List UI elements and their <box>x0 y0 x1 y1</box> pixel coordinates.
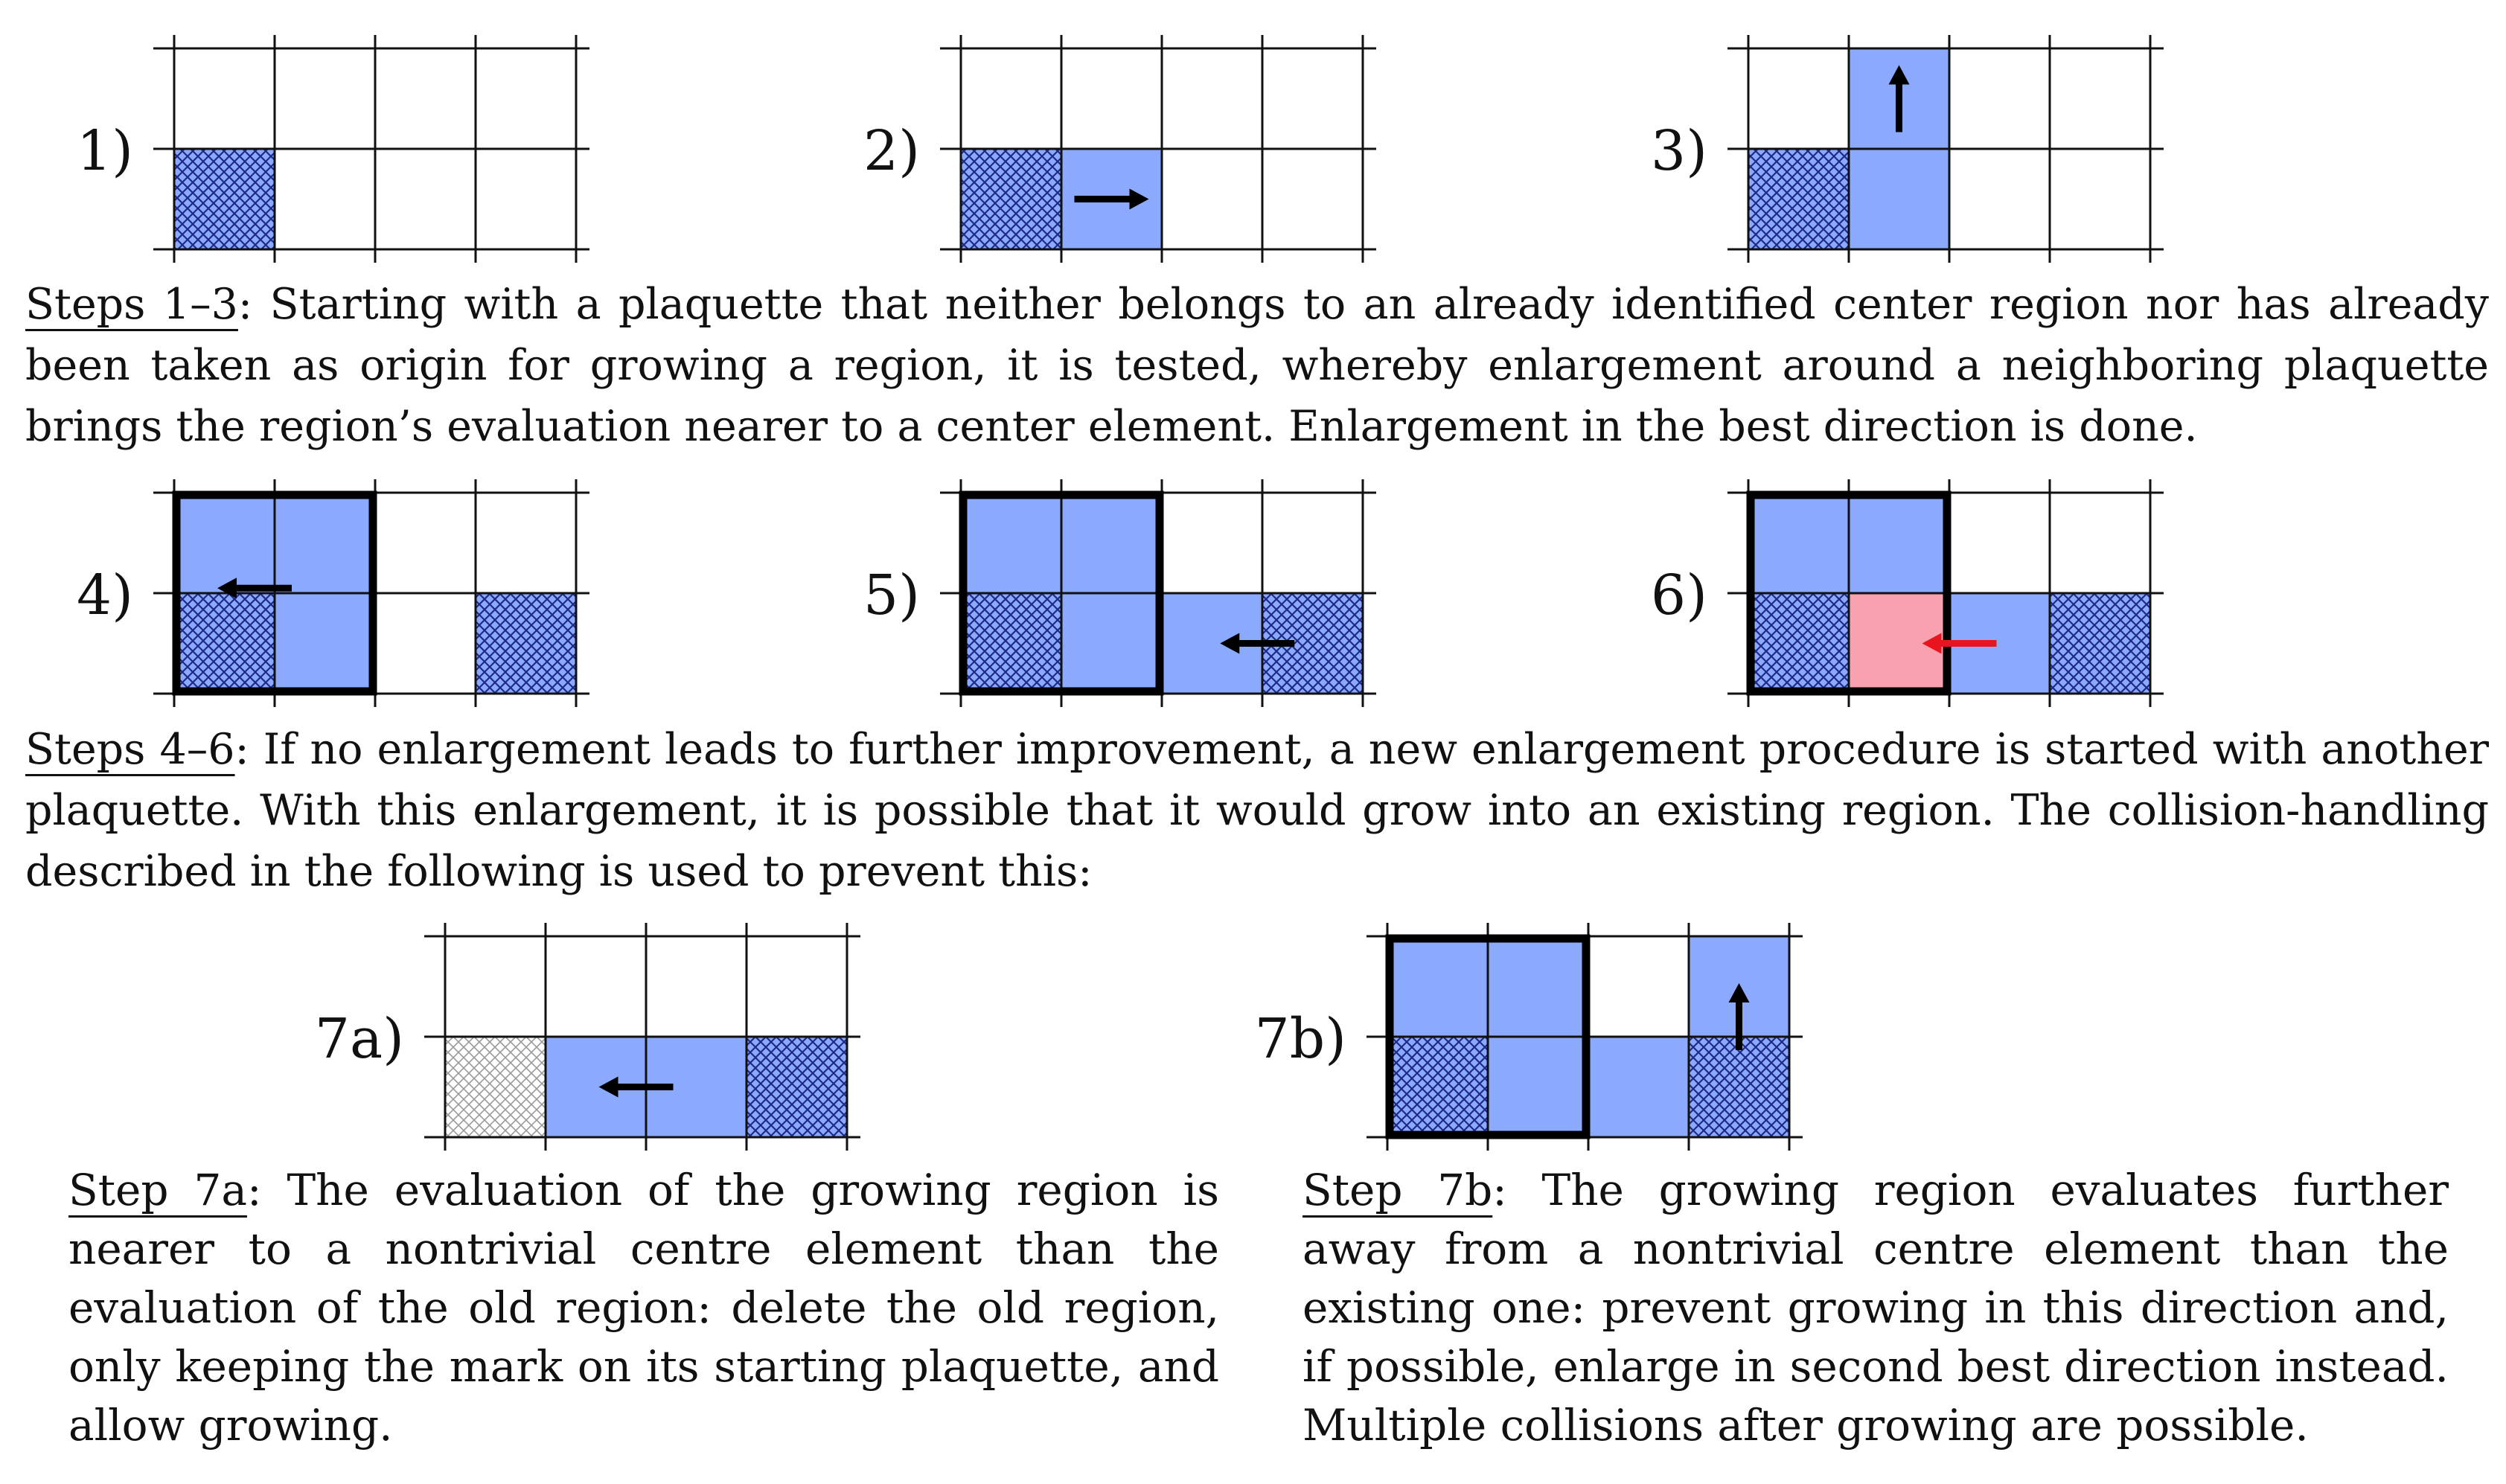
caption-step-7b: Step 7b: The growing region evaluates fu… <box>1302 1161 2449 1455</box>
caption-step-7a-label: Step 7a <box>68 1165 247 1215</box>
panel-label: 6) <box>1651 563 1707 627</box>
cell-fill <box>1849 493 1949 593</box>
start-plaquette-mark <box>747 1037 847 1137</box>
cell-fill <box>1061 593 1162 694</box>
caption-step-7a-text: : The evaluation of the growing region i… <box>68 1165 1219 1451</box>
arrow-head <box>1129 188 1149 210</box>
panel-6: 6) <box>1651 479 2164 707</box>
cell-fill <box>1061 493 1162 593</box>
arrow-head <box>217 578 237 599</box>
panel-7b: 7b) <box>1255 923 1803 1151</box>
caption-step-7b-label: Step 7b <box>1302 1165 1493 1215</box>
cell-fill <box>275 593 375 694</box>
panel-label: 5) <box>863 563 920 627</box>
cell-fill <box>1488 1037 1588 1137</box>
cell-fill <box>1748 493 1849 593</box>
panel-label: 2) <box>863 119 920 183</box>
caption-steps-1-3-label: Steps 1–3 <box>25 280 238 329</box>
start-plaquette-mark <box>1748 149 1849 249</box>
arrow-head <box>1728 983 1750 1002</box>
panel-label: 7b) <box>1255 1007 1346 1071</box>
arrow-head <box>1922 633 1942 654</box>
cell-fill <box>174 493 275 593</box>
start-plaquette-mark <box>174 593 275 694</box>
panel-5: 5) <box>863 479 1376 707</box>
panel-4: 4) <box>77 479 589 707</box>
arrow-head <box>598 1076 618 1098</box>
region-box <box>172 490 377 696</box>
arrow-head <box>1220 633 1240 654</box>
panel-7a: 7a) <box>315 923 860 1151</box>
caption-steps-1-3: Steps 1–3: Starting with a plaquette tha… <box>25 274 2489 457</box>
cell-fill <box>1488 936 1588 1037</box>
start-plaquette-mark <box>174 149 275 249</box>
cell-fill <box>275 493 375 593</box>
region-box <box>1746 490 1952 696</box>
start-plaquette-mark <box>961 593 1061 694</box>
region-box <box>1385 934 1591 1139</box>
caption-step-7a: Step 7a: The evaluation of the growing r… <box>68 1161 1219 1455</box>
cell-fill <box>1849 149 1949 249</box>
old-start-mark <box>445 1037 546 1137</box>
caption-step-7b-text: : The growing region evaluates further a… <box>1302 1165 2449 1451</box>
start-plaquette-mark <box>476 593 576 694</box>
panel-label: 3) <box>1651 119 1707 183</box>
region-box <box>959 490 1164 696</box>
start-plaquette-mark <box>1689 1037 1789 1137</box>
panel-1: 1) <box>77 35 589 263</box>
cell-fill <box>1387 936 1488 1037</box>
start-plaquette-mark <box>1387 1037 1488 1137</box>
cell-fill <box>1588 1037 1689 1137</box>
panel-3: 3) <box>1651 35 2164 263</box>
start-plaquette-mark <box>1748 593 1849 694</box>
panel-label: 1) <box>77 119 133 183</box>
start-plaquette-mark <box>2050 593 2150 694</box>
caption-steps-1-3-text: : Starting with a plaquette that neither… <box>25 280 2489 451</box>
cell-fill <box>961 493 1061 593</box>
arrow-head <box>1888 65 1910 85</box>
start-plaquette-mark <box>961 149 1061 249</box>
caption-steps-4-6-label: Steps 4–6 <box>25 725 235 774</box>
panel-2: 2) <box>863 35 1376 263</box>
panel-label: 4) <box>77 563 133 627</box>
caption-steps-4-6: Steps 4–6: If no enlargement leads to fu… <box>25 719 2489 902</box>
caption-steps-4-6-text: : If no enlargement leads to further imp… <box>25 725 2490 896</box>
panel-label: 7a) <box>315 1007 404 1071</box>
